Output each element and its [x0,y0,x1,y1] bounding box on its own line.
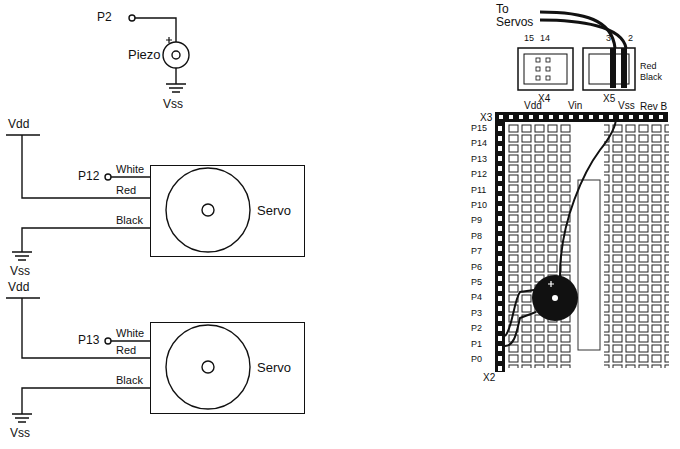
pin-label: P12 [471,170,487,180]
pin-label: P9 [471,216,482,226]
pin-label: P1 [471,340,482,350]
revision-label: Rev B [640,101,667,112]
pin-label: P7 [471,247,482,257]
pin-label: P5 [471,278,482,288]
header-number: 15 [524,34,534,44]
servo-label: Servo [257,204,291,218]
wire-color-label: Black [116,214,143,226]
header-number: 3 [606,34,611,44]
pin-label: P10 [471,201,487,211]
piezo-label-box: Piezo [126,44,167,66]
servo-label: Servo [257,361,291,375]
wire-color-label: Black [116,374,143,386]
supply-label: Vdd [8,118,29,131]
supply-label: Vdd [8,281,29,294]
pin-label: P11 [471,186,486,196]
part-label: Piezo [128,48,161,62]
pin-label: P6 [471,263,482,273]
pin-label: P0 [471,355,482,365]
servo-box: Servo [150,165,305,257]
pin-label: P14 [471,139,487,149]
supply-label: Vss [618,100,635,111]
wire-color-label: Red [640,62,657,72]
wire-color-label: Black [640,73,662,83]
wire-color-label: White [116,327,144,339]
supply-label: Vss [10,265,30,278]
pin-label: P15 [471,124,487,134]
header-number: 2 [628,34,633,44]
pin-label: P4 [471,293,482,303]
supply-label: Vss [163,98,183,111]
wire-color-label: Red [116,344,136,356]
supply-label: Vin [568,100,582,111]
pin-label: P3 [471,309,482,319]
pin-label: P13 [78,334,99,347]
connector-label: X3 [480,112,492,123]
pin-label: P2 [97,11,112,24]
connector-label: X2 [483,372,495,383]
connector-label: X5 [603,93,615,104]
wire-color-label: White [116,163,144,175]
pin-label: P13 [471,155,487,165]
pin-label: P12 [78,170,99,183]
wire-color-label: Red [116,184,136,196]
supply-label: Vdd [524,100,542,111]
cable-label: To Servos [496,3,542,29]
supply-label: Vss [10,427,30,440]
pin-label: P2 [471,324,482,334]
header-number: 14 [540,34,550,44]
servo-box: Servo [150,322,305,414]
pin-label: P8 [471,232,482,242]
